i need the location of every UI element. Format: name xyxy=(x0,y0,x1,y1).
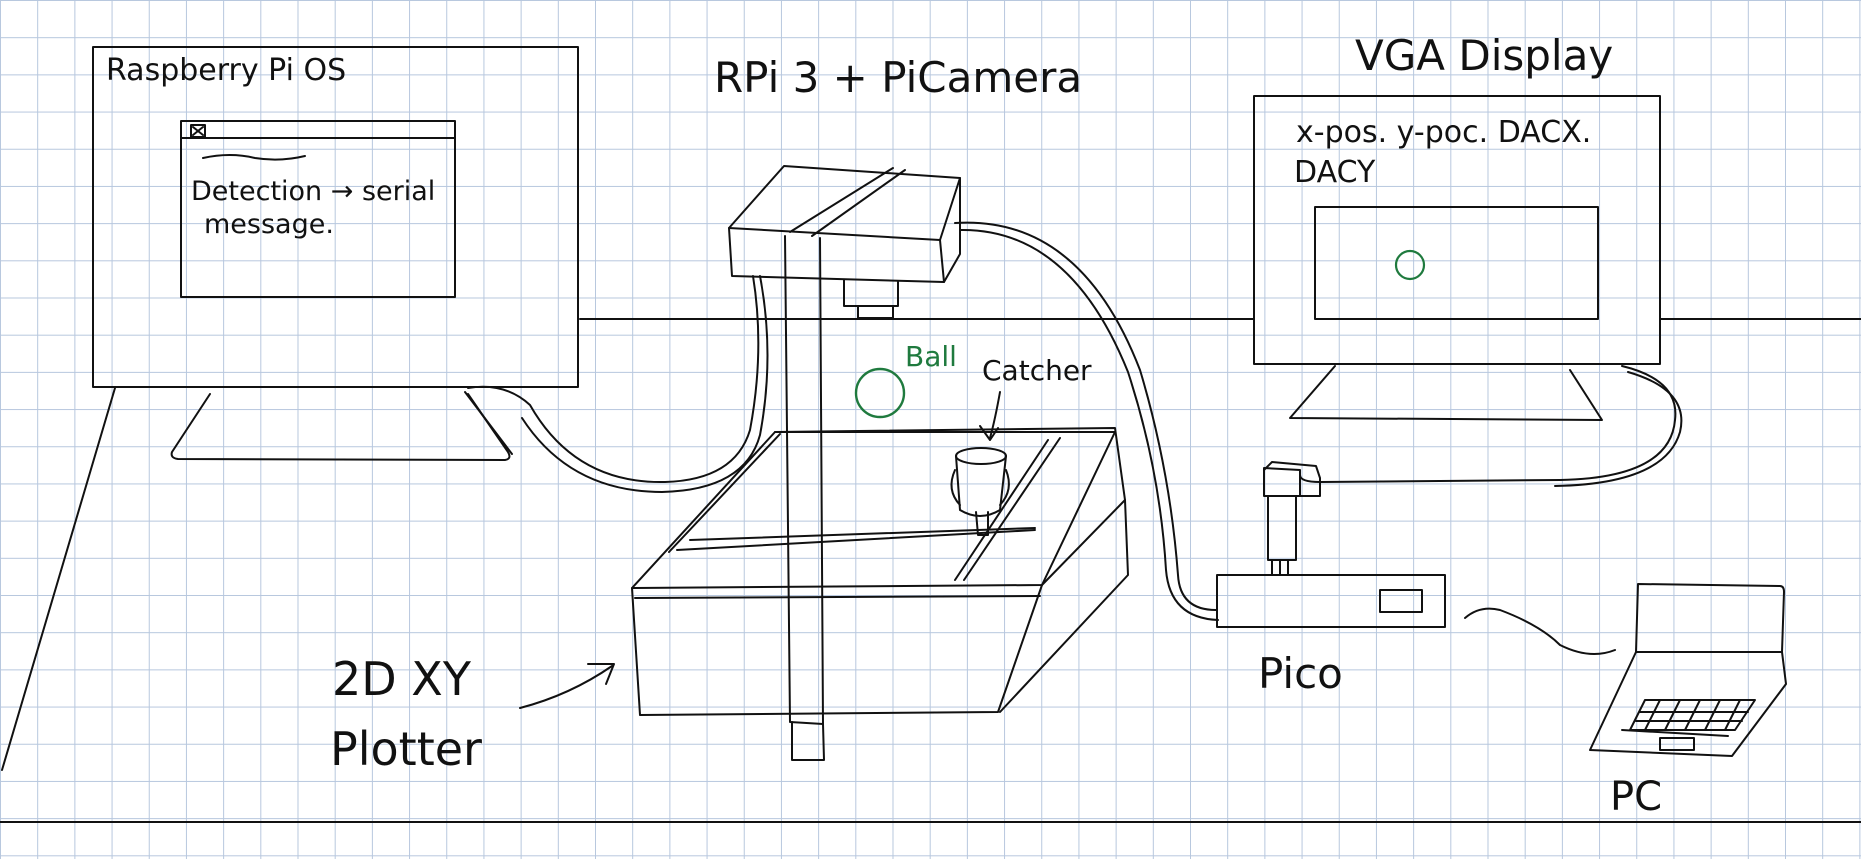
vga-ball-dot xyxy=(1394,249,1426,281)
plotter-label-2: Plotter xyxy=(330,722,482,776)
pico-board xyxy=(1216,461,1616,655)
pico-label: Pico xyxy=(1258,649,1343,698)
catcher-cup xyxy=(950,447,1010,536)
close-box-icon[interactable] xyxy=(190,124,206,138)
catcher-label: Catcher xyxy=(982,354,1092,387)
display-title: VGA Display xyxy=(1355,31,1613,80)
display-line-2: DACY xyxy=(1294,155,1376,190)
plotter-label-1: 2D XY xyxy=(332,652,472,706)
ball-label: Ball xyxy=(905,340,957,373)
xy-plotter xyxy=(631,427,1129,716)
display-line-1: x-pos. y-poc. DACX. xyxy=(1296,115,1591,150)
pc-label: PC xyxy=(1610,774,1662,820)
pc-laptop xyxy=(1589,583,1787,757)
plotter-arrow xyxy=(519,663,615,709)
vga-monitor xyxy=(1253,95,1683,487)
window-line-2: message. xyxy=(204,209,334,240)
table-lines xyxy=(0,318,1861,823)
os-window: Detection → serial message. xyxy=(180,120,456,298)
os-title: Raspberry Pi OS xyxy=(106,53,346,88)
camera-title: RPi 3 + PiCamera xyxy=(714,53,1082,102)
rpi-camera-unit xyxy=(467,165,1219,761)
window-line-1: Detection → serial xyxy=(191,176,435,207)
rpi-os-monitor xyxy=(92,46,579,461)
ball xyxy=(854,367,906,419)
